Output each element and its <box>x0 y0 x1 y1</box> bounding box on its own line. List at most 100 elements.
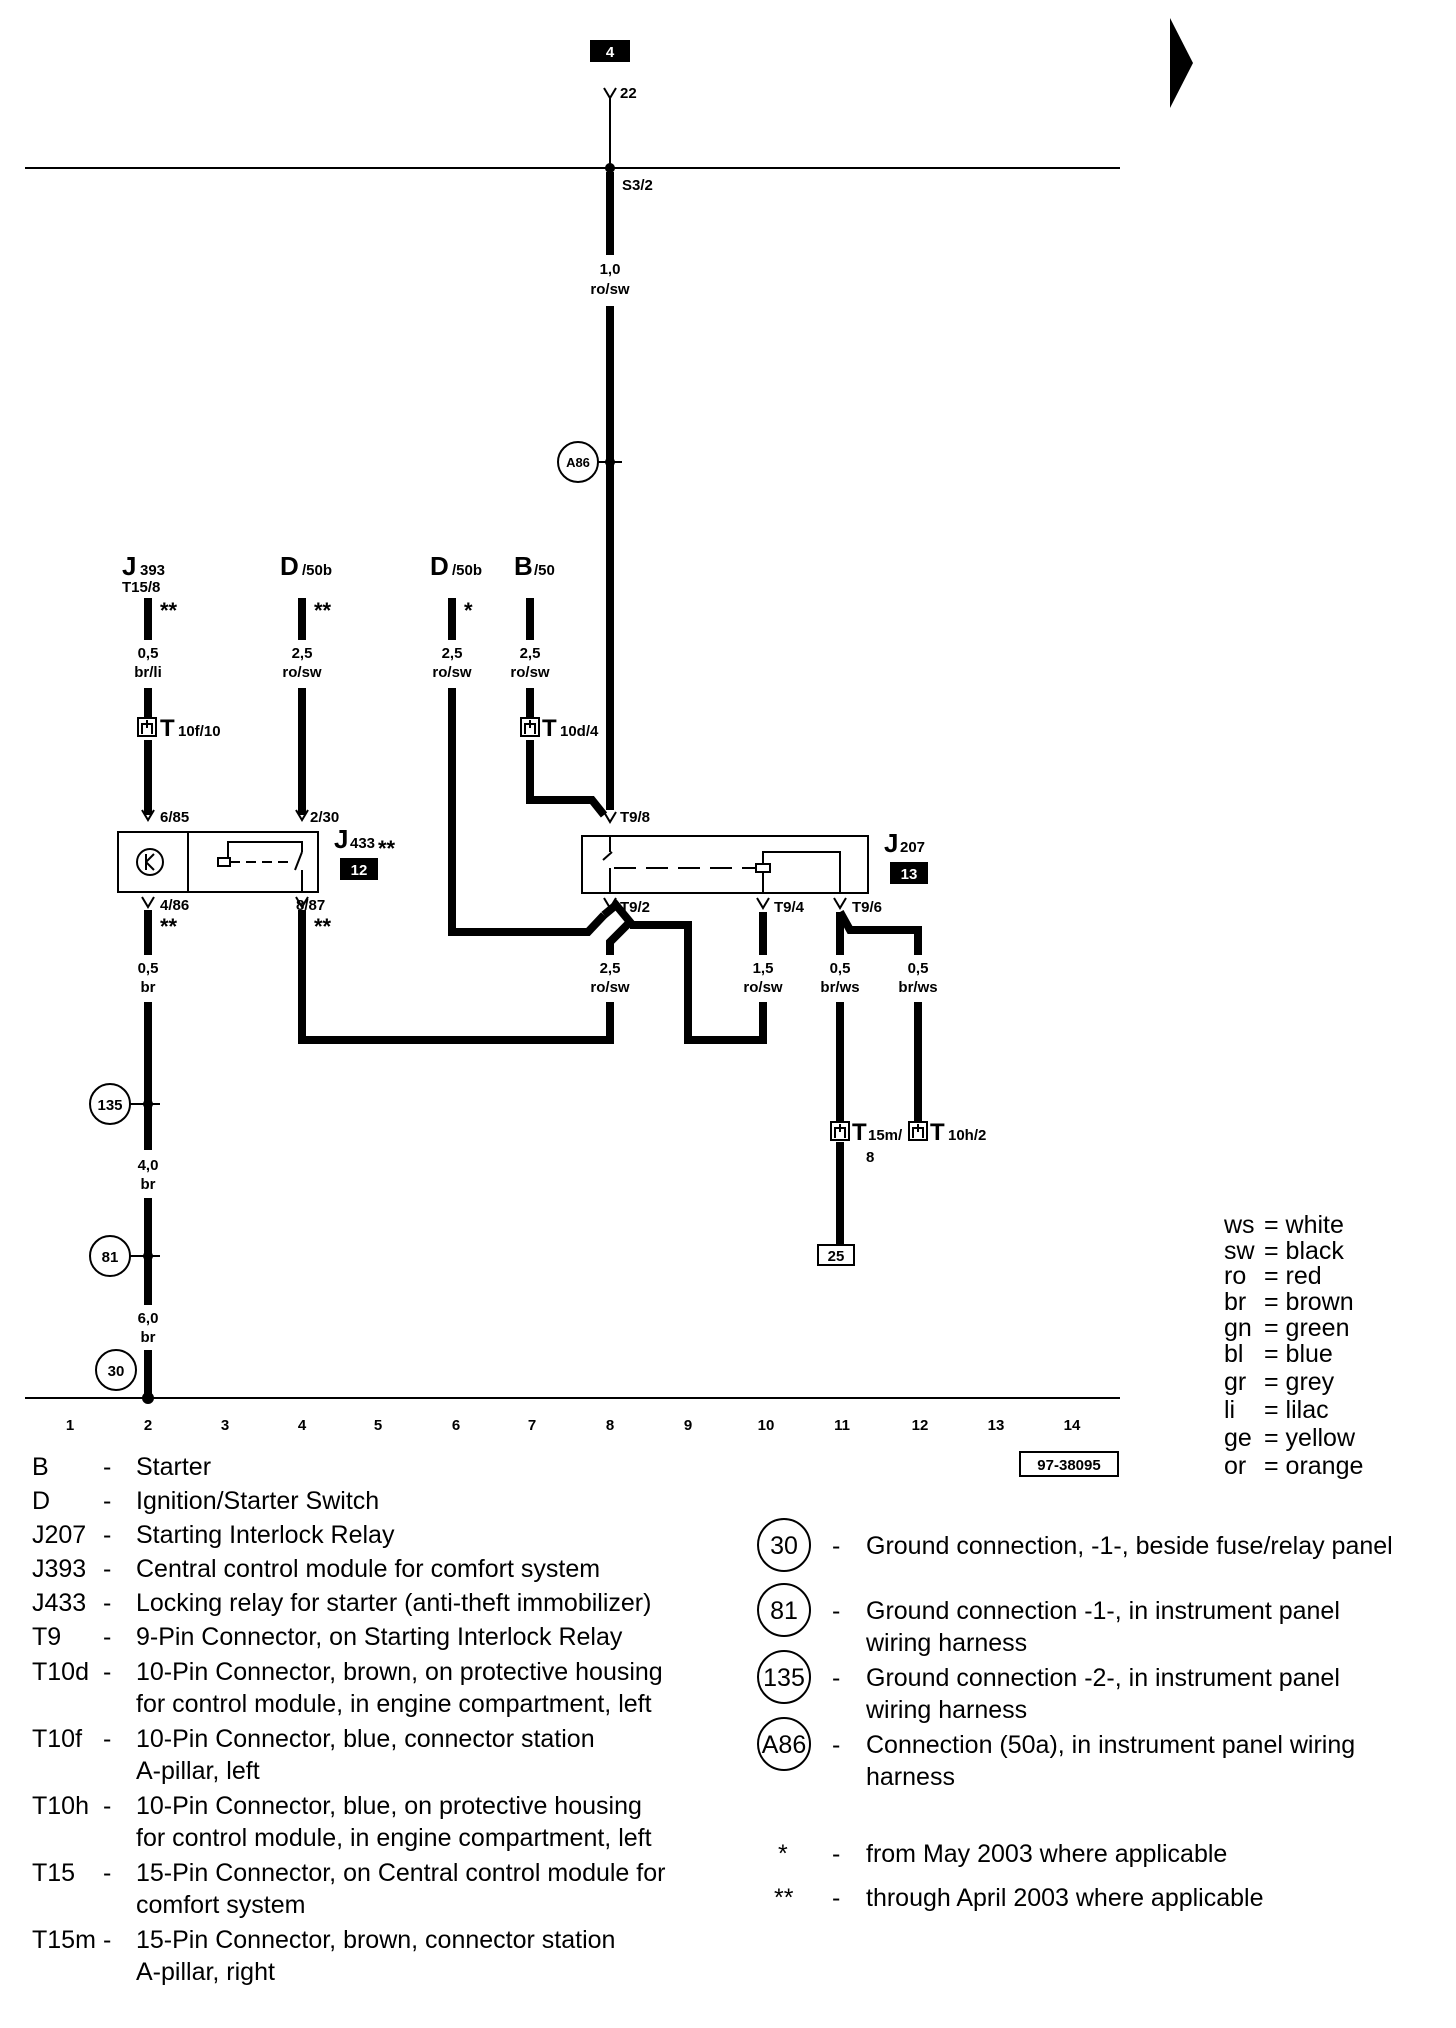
ground-legend-symbol <box>757 1583 811 1637</box>
header-tag: 4 <box>606 44 615 61</box>
j393-sub: 393 <box>140 562 165 579</box>
component-dash: - <box>103 1623 111 1651</box>
reference-box <box>1019 1451 1119 1477</box>
a86-label: A86 <box>566 455 590 470</box>
note-symbol: ** <box>774 1884 794 1912</box>
component-desc: Central control module for comfort syste… <box>136 1555 600 1583</box>
j207-out2-gauge: 1,5 <box>753 960 774 977</box>
j207-out3-color: br/ws <box>820 979 859 996</box>
next-page-arrow-icon[interactable] <box>1170 18 1193 108</box>
j207-tag: 13 <box>901 866 918 883</box>
t10d-connector-glyph <box>524 720 536 734</box>
component-legend: B - Starter D - Ignition/Starter Switch … <box>32 1453 665 1986</box>
t10d-comp: T <box>542 715 557 742</box>
ground-color-3: br <box>141 1329 156 1346</box>
b50-comp: B <box>514 551 533 581</box>
column-number: 13 <box>988 1417 1005 1434</box>
ground-legend-symbol <box>757 1717 811 1771</box>
d50b-2-wire-b <box>448 688 607 936</box>
main-feed-gauge: 1,0 <box>600 261 621 278</box>
j207-out1-color: ro/sw <box>590 979 630 996</box>
color-code: gn <box>1224 1314 1252 1342</box>
component-dash: - <box>103 1521 111 1549</box>
component-desc-cont: A-pillar, right <box>136 1958 275 1986</box>
j207-pin-o1: T9/2 <box>620 899 650 916</box>
component-dash: - <box>103 1453 111 1481</box>
ground-legend-code: 30 <box>770 1532 798 1560</box>
j433-pin-out1-marker <box>141 896 155 909</box>
component-desc: Starter <box>136 1453 211 1481</box>
component-dash: - <box>103 1859 111 1887</box>
column-number: 2 <box>144 1417 152 1434</box>
color-name: = yellow <box>1264 1424 1356 1452</box>
g30-label: 30 <box>108 1363 125 1380</box>
component-dash: - <box>103 1926 111 1954</box>
component-code: T15m <box>32 1926 96 1954</box>
column-number: 4 <box>298 1417 307 1434</box>
j207-pin-in-marker <box>603 811 617 824</box>
color-code: ge <box>1224 1424 1252 1452</box>
component-desc: 10-Pin Connector, brown, on protective h… <box>136 1658 663 1686</box>
color-name: = lilac <box>1264 1396 1329 1424</box>
component-desc: 10-Pin Connector, blue, on protective ho… <box>136 1792 642 1820</box>
j207-relay-box <box>581 835 869 894</box>
ground-legend-code: A86 <box>762 1731 806 1759</box>
j433-pin-out1: 4/86 <box>160 897 189 914</box>
top-splice-label: S3/2 <box>622 177 653 194</box>
component-code: B <box>32 1453 49 1481</box>
j433-module-icon <box>136 848 164 876</box>
component-dash: - <box>103 1555 111 1583</box>
d50b-1-color: ro/sw <box>282 664 322 681</box>
color-name: = red <box>1264 1262 1322 1290</box>
color-code: or <box>1224 1452 1246 1480</box>
j433-contact <box>294 851 303 892</box>
component-desc: 15-Pin Connector, on Central control mod… <box>136 1859 665 1887</box>
ground-legend-symbol <box>757 1518 811 1572</box>
component-code: J433 <box>32 1589 86 1617</box>
j207-out2-color: ro/sw <box>743 979 783 996</box>
g81-label: 81 <box>102 1249 119 1266</box>
top-splice-dot <box>605 163 615 173</box>
d50b-2-gauge: 2,5 <box>442 645 463 662</box>
t15m-connector-glyph <box>834 1124 846 1138</box>
component-code: D <box>32 1487 50 1515</box>
j207-coil <box>755 863 771 873</box>
d50b-1-gauge: 2,5 <box>292 645 313 662</box>
j433-tag: 12 <box>351 862 368 879</box>
j207-comp: J <box>884 828 898 858</box>
g135-label: 135 <box>97 1097 122 1114</box>
component-desc: Locking relay for starter (anti-theft im… <box>136 1589 651 1617</box>
ground-legend-desc: Ground connection, -1-, beside fuse/rela… <box>866 1532 1393 1560</box>
j393-comp: J <box>122 551 136 581</box>
j393-mark: ** <box>160 598 178 623</box>
component-desc-cont: A-pillar, left <box>136 1757 260 1785</box>
ground-legend-code: 135 <box>763 1664 805 1692</box>
color-code: br <box>1224 1288 1246 1316</box>
j393-color: br/li <box>134 664 162 681</box>
color-code: gr <box>1224 1368 1246 1396</box>
j207-out4-gauge: 0,5 <box>908 960 929 977</box>
color-code: sw <box>1224 1237 1256 1265</box>
j207-pin-o2-marker <box>756 897 770 910</box>
ground-legend-desc: Ground connection -1-, in instrument pan… <box>866 1597 1340 1625</box>
j433-coil <box>217 857 231 867</box>
j433-pin-in1: 6/85 <box>160 809 189 826</box>
d50b-1-sub: /50b <box>302 562 332 579</box>
j433-out2-wire <box>298 910 614 1044</box>
target-25-label: 25 <box>828 1248 845 1265</box>
j207-out2-wire <box>630 921 767 1044</box>
ground-legend-dash: - <box>832 1731 840 1759</box>
note-dash: - <box>832 1840 840 1868</box>
color-legend: ws = white sw = black ro = red br = brow… <box>1223 1211 1363 1480</box>
component-dash: - <box>103 1589 111 1617</box>
j393-pin: T15/8 <box>122 579 160 596</box>
j433-pin-in1-marker <box>141 809 155 822</box>
j207-pin-o3-marker <box>833 897 847 910</box>
top-pin-marker <box>603 87 617 100</box>
note-text: through April 2003 where applicable <box>866 1884 1264 1912</box>
j433-pin-in2-marker <box>295 809 309 822</box>
b50-gauge: 2,5 <box>520 645 541 662</box>
j207-pin-o2: T9/4 <box>774 899 805 916</box>
column-number: 5 <box>374 1417 382 1434</box>
ground-legend-desc: Connection (50a), in instrument panel wi… <box>866 1731 1355 1759</box>
